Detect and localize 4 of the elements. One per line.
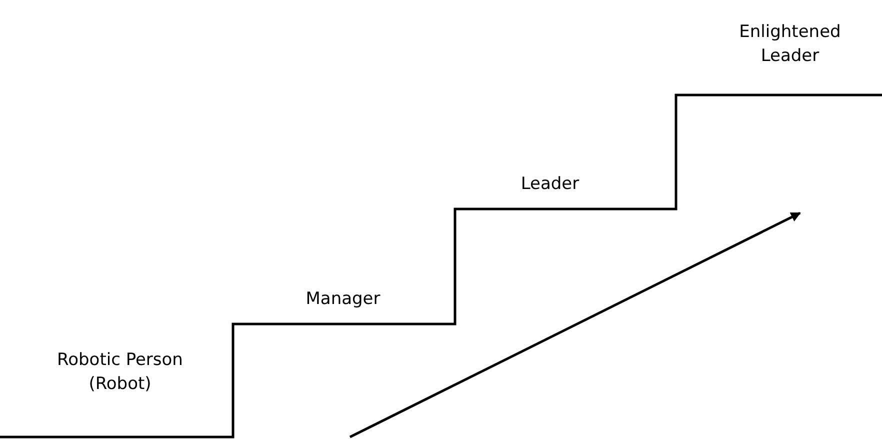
step-label: Leader — [520, 173, 580, 196]
step-label: Manager — [304, 288, 382, 311]
step-label: Robotic Person (Robot) — [56, 349, 184, 396]
step-label: Enlightened Leader — [738, 21, 842, 68]
